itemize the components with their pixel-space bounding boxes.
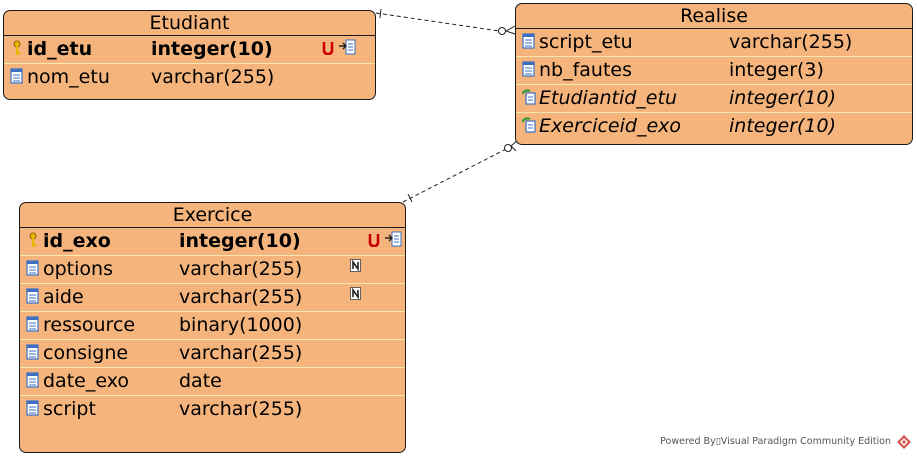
key-icon [13, 40, 21, 55]
relationship-etudiant-realise [375, 8, 516, 35]
column-type: integer(10) [729, 87, 837, 109]
column-icon [522, 33, 535, 49]
column-type: integer(3) [729, 59, 824, 81]
column-name: script [43, 398, 96, 420]
column-name: ressource [43, 314, 136, 336]
entity-title: Realise [516, 4, 912, 29]
column-row[interactable]: script_etu varchar(255) [516, 29, 912, 57]
entity-title: Exercice [20, 203, 405, 228]
column-row[interactable]: nom_etu varchar(255) [4, 64, 375, 91]
column-icon [10, 68, 23, 84]
column-icon [26, 344, 39, 360]
column-row[interactable]: id_etu integer(10) [4, 36, 375, 64]
unique-constraint-icon [368, 234, 380, 247]
entity-exercice[interactable]: Exercice id_exo integer(10) options varc… [19, 202, 406, 453]
relationship-exercice-realise [402, 139, 519, 203]
column-type: date [179, 370, 222, 392]
column-type: varchar(255) [179, 258, 303, 280]
column-row[interactable]: consigne varchar(255) [20, 340, 405, 368]
column-name: options [43, 258, 113, 280]
entity-title: Etudiant [4, 11, 375, 36]
column-row[interactable]: aide varchar(255) [20, 284, 405, 312]
nullable-icon [350, 287, 361, 300]
visual-paradigm-logo-icon [897, 435, 911, 449]
column-row[interactable]: Etudiantid_etu integer(10) [516, 85, 912, 113]
column-row[interactable]: Exerciceid_exo integer(10) [516, 113, 912, 140]
column-type: integer(10) [729, 115, 837, 137]
link-icon [339, 39, 356, 55]
foreign-key-icon [522, 89, 536, 105]
column-name: nb_fautes [539, 59, 633, 81]
column-row[interactable]: id_exo integer(10) [20, 228, 405, 256]
column-name: consigne [43, 342, 129, 364]
column-type: integer(10) [179, 230, 301, 252]
column-name: nom_etu [27, 66, 110, 88]
column-name: aide [43, 286, 84, 308]
column-type: varchar(255) [729, 31, 853, 53]
column-icon [522, 61, 535, 77]
unique-constraint-icon [322, 42, 334, 55]
column-row[interactable]: script varchar(255) [20, 396, 405, 423]
column-type: binary(1000) [179, 314, 303, 336]
column-icon [26, 288, 39, 304]
column-type: integer(10) [151, 38, 273, 60]
column-icon [26, 316, 39, 332]
powered-by-footer: Powered By▯Visual Paradigm Community Edi… [660, 436, 891, 447]
column-icon [26, 372, 39, 388]
entity-realise[interactable]: Realise script_etu varchar(255) nb_faute… [515, 3, 913, 145]
column-icon [26, 260, 39, 276]
column-type: varchar(255) [179, 342, 303, 364]
column-name: script_etu [539, 31, 633, 53]
column-name: id_exo [43, 230, 111, 252]
column-type: varchar(255) [179, 286, 303, 308]
column-type: varchar(255) [151, 66, 275, 88]
column-name: id_etu [27, 38, 93, 60]
nullable-icon [350, 259, 361, 272]
column-icon [26, 400, 39, 416]
column-row[interactable]: date_exo date [20, 368, 405, 396]
column-row[interactable]: ressource binary(1000) [20, 312, 405, 340]
column-name: Etudiantid_etu [539, 87, 677, 109]
column-type: varchar(255) [179, 398, 303, 420]
column-row[interactable]: options varchar(255) [20, 256, 405, 284]
column-name: Exerciceid_exo [539, 115, 682, 137]
link-icon [385, 231, 402, 247]
column-row[interactable]: nb_fautes integer(3) [516, 57, 912, 85]
entity-etudiant[interactable]: Etudiant id_etu integer(10) nom_etu varc… [3, 10, 376, 100]
key-icon [29, 232, 37, 247]
column-name: date_exo [43, 370, 129, 392]
foreign-key-icon [522, 117, 536, 133]
